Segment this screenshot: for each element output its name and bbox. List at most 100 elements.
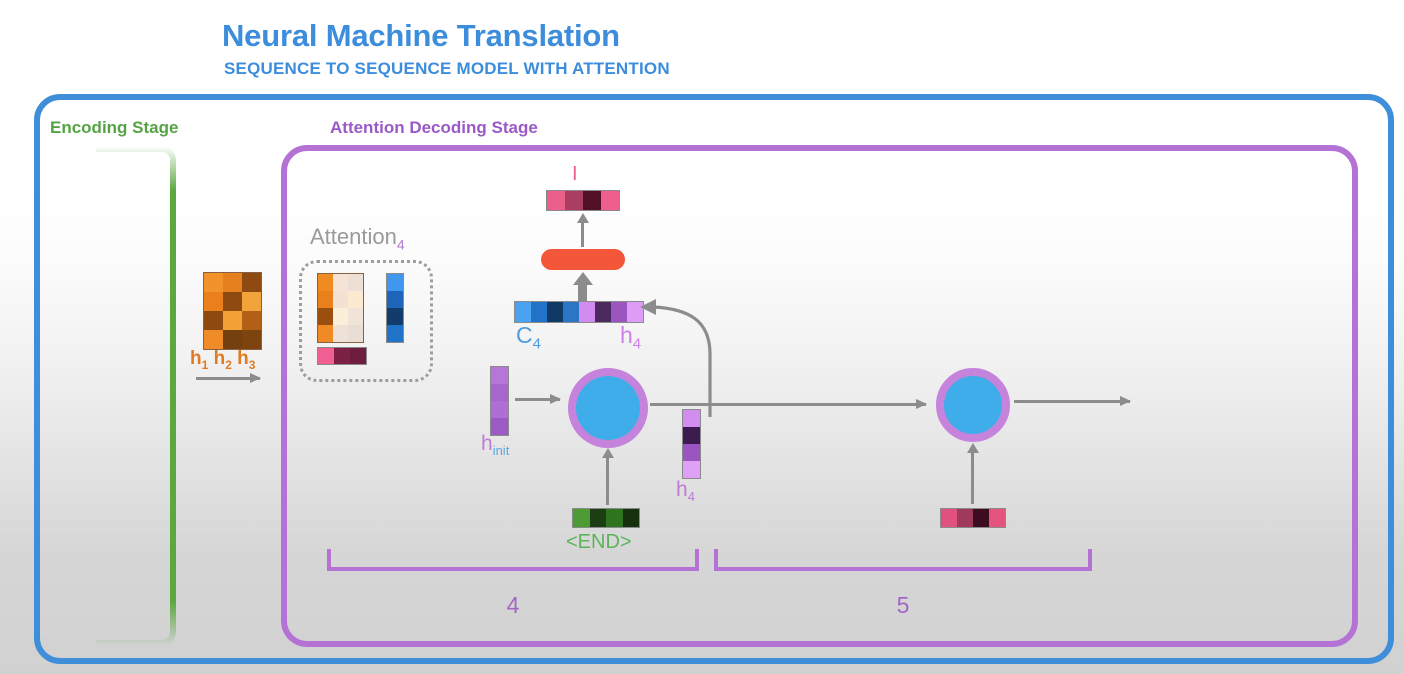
encoder-bracket xyxy=(96,146,176,646)
encoder-to-attention-arrow xyxy=(196,373,261,383)
context-vector-label: C4 xyxy=(516,322,541,353)
h4-cell-3 xyxy=(683,461,700,478)
concat-cell-2 xyxy=(547,302,563,322)
rnn-cell-step-4[interactable] xyxy=(568,368,648,448)
attention-pink-cell-1 xyxy=(334,348,350,364)
output-vector-cell-3 xyxy=(601,191,619,210)
attention-matrix-cell-2-2 xyxy=(348,308,363,325)
output-vector-cell-1 xyxy=(565,191,583,210)
attention-matrix-cell-0-1 xyxy=(333,274,348,291)
attention-weighted-matrix xyxy=(317,273,364,343)
encoder-matrix-cell-1-0 xyxy=(204,292,223,311)
decoding-stage-label: Attention Decoding Stage xyxy=(330,118,538,137)
end-token-vector xyxy=(572,508,640,528)
attention-module-box xyxy=(299,260,433,382)
encoder-hidden-state-matrix xyxy=(203,272,262,350)
timestep-label-4: 4 xyxy=(506,592,520,618)
concat-cell-7 xyxy=(627,302,643,322)
hinit-cell-0 xyxy=(491,367,508,384)
end-token-cell-2 xyxy=(606,509,623,527)
attention-blue-cell-1 xyxy=(387,291,403,308)
feedforward-to-output-arrow xyxy=(576,213,589,247)
outer-model-frame xyxy=(34,94,1394,664)
encoder-matrix-cell-0-1 xyxy=(223,273,242,292)
recurrent-connection-line xyxy=(650,403,715,406)
encoding-stage-label: Encoding Stage xyxy=(50,118,179,137)
h4-cell-0 xyxy=(683,410,700,427)
h-label-text: h xyxy=(190,348,202,369)
attention-matrix-cell-3-1 xyxy=(333,325,348,342)
encoder-matrix-cell-2-2 xyxy=(242,311,261,330)
end-token-cell-1 xyxy=(589,509,606,527)
output-word-vector xyxy=(546,190,620,211)
page-subtitle: SEQUENCE TO SEQUENCE MODEL WITH ATTENTIO… xyxy=(224,59,670,78)
attention-matrix-cell-2-1 xyxy=(333,308,348,325)
attention-matrix-cell-0-0 xyxy=(318,274,333,291)
page-title: Neural Machine Translation xyxy=(222,18,620,53)
encoder-matrix-cell-0-0 xyxy=(204,273,223,292)
output-word-label: I xyxy=(572,163,578,185)
initial-hidden-state-label: hinit xyxy=(481,432,510,459)
concat-to-feedforward-arrow xyxy=(572,272,593,302)
rnn4-to-rnn5-arrow xyxy=(714,399,927,409)
attention-matrix-cell-0-2 xyxy=(348,274,363,291)
encoder-matrix-cell-0-2 xyxy=(242,273,261,292)
attention-blue-cell-0 xyxy=(387,274,403,291)
feedforward-pill xyxy=(541,249,625,270)
concat-cell-6 xyxy=(611,302,627,322)
hidden-vector-label-bottom: h4 xyxy=(676,478,695,505)
encoder-matrix-cell-3-1 xyxy=(223,330,242,349)
step5-token-cell-3 xyxy=(989,509,1005,527)
h4-cell-2 xyxy=(683,444,700,461)
concat-cell-4 xyxy=(579,302,595,322)
timestep-bracket-5 xyxy=(714,549,1092,571)
step5-token-cell-2 xyxy=(973,509,989,527)
encoder-matrix-cell-2-0 xyxy=(204,311,223,330)
attention-matrix-cell-1-2 xyxy=(348,291,363,308)
end-token-cell-3 xyxy=(622,509,639,527)
attention-pink-cell-0 xyxy=(318,348,334,364)
timestep-label-5: 5 xyxy=(896,592,910,618)
output-vector-cell-2 xyxy=(583,191,601,210)
concatenated-context-hidden-vector xyxy=(514,301,644,323)
attention-matrix-cell-3-0 xyxy=(318,325,333,342)
encoder-matrix-cell-2-1 xyxy=(223,311,242,330)
attention-module-title: Attention4 xyxy=(310,224,405,253)
initial-hidden-state-vector xyxy=(490,366,509,436)
end-token-label: <END> xyxy=(566,531,632,553)
attention-matrix-cell-2-0 xyxy=(318,308,333,325)
attention-matrix-cell-1-1 xyxy=(333,291,348,308)
hinit-to-rnn-arrow xyxy=(515,394,561,404)
hidden-vector-label-top: h4 xyxy=(620,322,642,353)
concat-cell-1 xyxy=(531,302,547,322)
attention-blue-cell-2 xyxy=(387,308,403,325)
step5-token-cell-0 xyxy=(941,509,957,527)
attention-matrix-cell-1-0 xyxy=(318,291,333,308)
encoder-hidden-states-label: h1 h2 h3 xyxy=(190,348,256,372)
hinit-cell-3 xyxy=(491,418,508,435)
step5-input-token-vector xyxy=(940,508,1006,528)
hinit-cell-1 xyxy=(491,384,508,401)
step5-token-to-rnn-arrow xyxy=(966,443,979,504)
attention-context-column xyxy=(386,273,404,343)
encoder-matrix-cell-1-2 xyxy=(242,292,261,311)
rnn-cell-step-5[interactable] xyxy=(936,368,1010,442)
encoder-matrix-cell-3-0 xyxy=(204,330,223,349)
attention-matrix-cell-3-2 xyxy=(348,325,363,342)
concat-cell-5 xyxy=(595,302,611,322)
output-vector-cell-0 xyxy=(547,191,565,210)
end-token-cell-0 xyxy=(573,509,590,527)
step5-token-cell-1 xyxy=(957,509,973,527)
attention-decoder-frame xyxy=(281,145,1358,647)
encoder-matrix-cell-3-2 xyxy=(242,330,261,349)
h4-cell-1 xyxy=(683,427,700,444)
end-token-to-rnn-arrow xyxy=(601,448,614,505)
concat-cell-0 xyxy=(515,302,531,322)
hidden-state-output-vector xyxy=(682,409,701,479)
attention-blue-cell-3 xyxy=(387,325,403,342)
encoder-matrix-cell-1-1 xyxy=(223,292,242,311)
concat-cell-3 xyxy=(563,302,579,322)
timestep-bracket-4 xyxy=(327,549,699,571)
attention-query-bar xyxy=(317,347,367,365)
